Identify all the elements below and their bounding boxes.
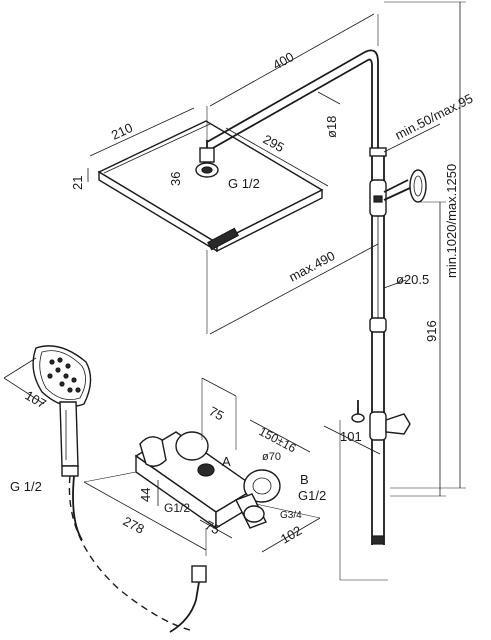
temperature-handle bbox=[175, 431, 215, 477]
dimension-lines bbox=[3, 1, 466, 581]
label-slide-range: min.50/max.95 bbox=[393, 91, 476, 143]
label-head-width: 210 bbox=[109, 120, 135, 143]
label-mixer-body-height: 44 bbox=[138, 488, 153, 502]
label-riser-height: 916 bbox=[424, 320, 439, 342]
hose-connector bbox=[169, 565, 207, 633]
label-head-depth: 295 bbox=[261, 132, 287, 156]
label-mixer-offset: 75 bbox=[203, 517, 223, 537]
label-outlet-b-thread: G1/2 bbox=[298, 488, 326, 503]
thermostatic-mixer bbox=[134, 431, 281, 530]
label-riser-diameter: ø20.5 bbox=[396, 272, 429, 287]
label-riser-range: min.1020/max.1250 bbox=[444, 164, 459, 278]
label-connector-height: 36 bbox=[168, 172, 183, 186]
hose-inner bbox=[72, 475, 83, 541]
label-outlet-b: B bbox=[300, 472, 309, 487]
upper-wall-bracket bbox=[383, 169, 427, 203]
label-mixer-width: 278 bbox=[121, 513, 147, 536]
flow-handle bbox=[235, 469, 281, 529]
shower-hose bbox=[68, 475, 191, 631]
label-outlet-a: A bbox=[222, 454, 231, 469]
hand-shower-nozzles bbox=[47, 357, 81, 393]
hand-shower bbox=[32, 345, 92, 477]
riser-rail bbox=[369, 147, 387, 545]
label-bracket-depth: 101 bbox=[340, 429, 362, 444]
label-hand-shower-thread: G 1/2 bbox=[10, 479, 42, 494]
shower-arm bbox=[206, 49, 379, 149]
lower-wall-bracket bbox=[351, 400, 411, 441]
label-mixer-depth: 102 bbox=[278, 523, 304, 547]
label-head-thickness: 21 bbox=[70, 176, 85, 190]
label-arm-diameter: ø18 bbox=[324, 116, 339, 138]
shower-head-connector bbox=[195, 140, 219, 178]
label-arm-length: 400 bbox=[270, 49, 296, 73]
rain-shower-head bbox=[97, 120, 324, 253]
label-mixer-height: 75 bbox=[207, 403, 227, 423]
label-connector-thread: G 1/2 bbox=[228, 176, 260, 191]
label-inlet-thread: G1/2 bbox=[164, 501, 190, 515]
label-outlet-thread-small: G3/4 bbox=[280, 510, 302, 521]
label-handle-diameter: ø70 bbox=[262, 451, 281, 463]
